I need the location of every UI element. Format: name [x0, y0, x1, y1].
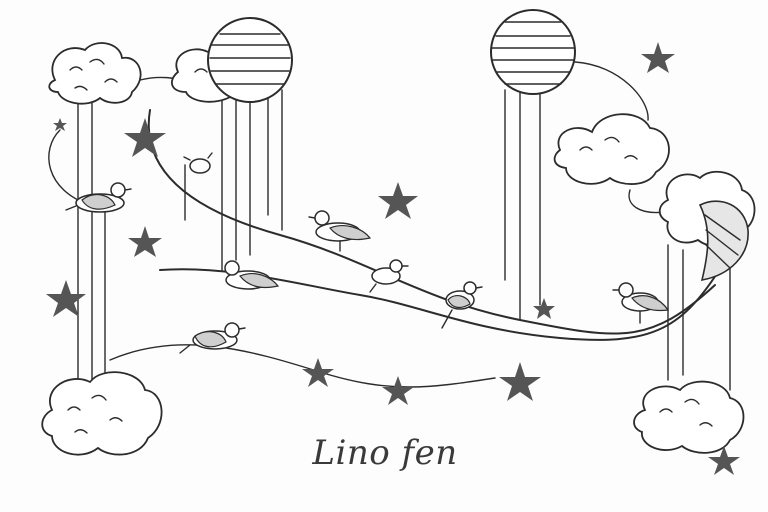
cloud-bottom-left: [41, 371, 163, 456]
handwritten-caption: Lino fen: [312, 433, 458, 473]
bird-center-2: [224, 260, 280, 290]
cloud-top-left: [48, 42, 142, 105]
star-3: [46, 280, 86, 317]
star-1: [124, 118, 166, 157]
star-10: [533, 298, 555, 319]
cloud-bottom-right: [633, 380, 745, 454]
planet-right: [490, 9, 576, 95]
star-6: [499, 362, 541, 401]
bird-center-3: [369, 259, 409, 293]
hanging-strings: [77, 89, 731, 391]
bird-right: [612, 282, 670, 324]
bird-center-4: [441, 281, 483, 329]
bird-lower-left: [179, 322, 246, 354]
bird-center-1: [308, 210, 372, 252]
star-9: [708, 446, 740, 475]
star-5: [641, 42, 675, 73]
wire-lines: [48, 61, 719, 388]
star-8: [382, 376, 414, 405]
star-7: [302, 358, 334, 387]
feather-shape: [698, 200, 749, 282]
bird-left: [65, 182, 132, 213]
star-4: [378, 182, 418, 219]
stars: [46, 42, 740, 475]
bird-top-small: [183, 152, 213, 174]
planet-left: [207, 17, 293, 103]
star-11: [53, 118, 67, 131]
star-2: [128, 226, 162, 257]
cloud-right: [553, 113, 670, 185]
